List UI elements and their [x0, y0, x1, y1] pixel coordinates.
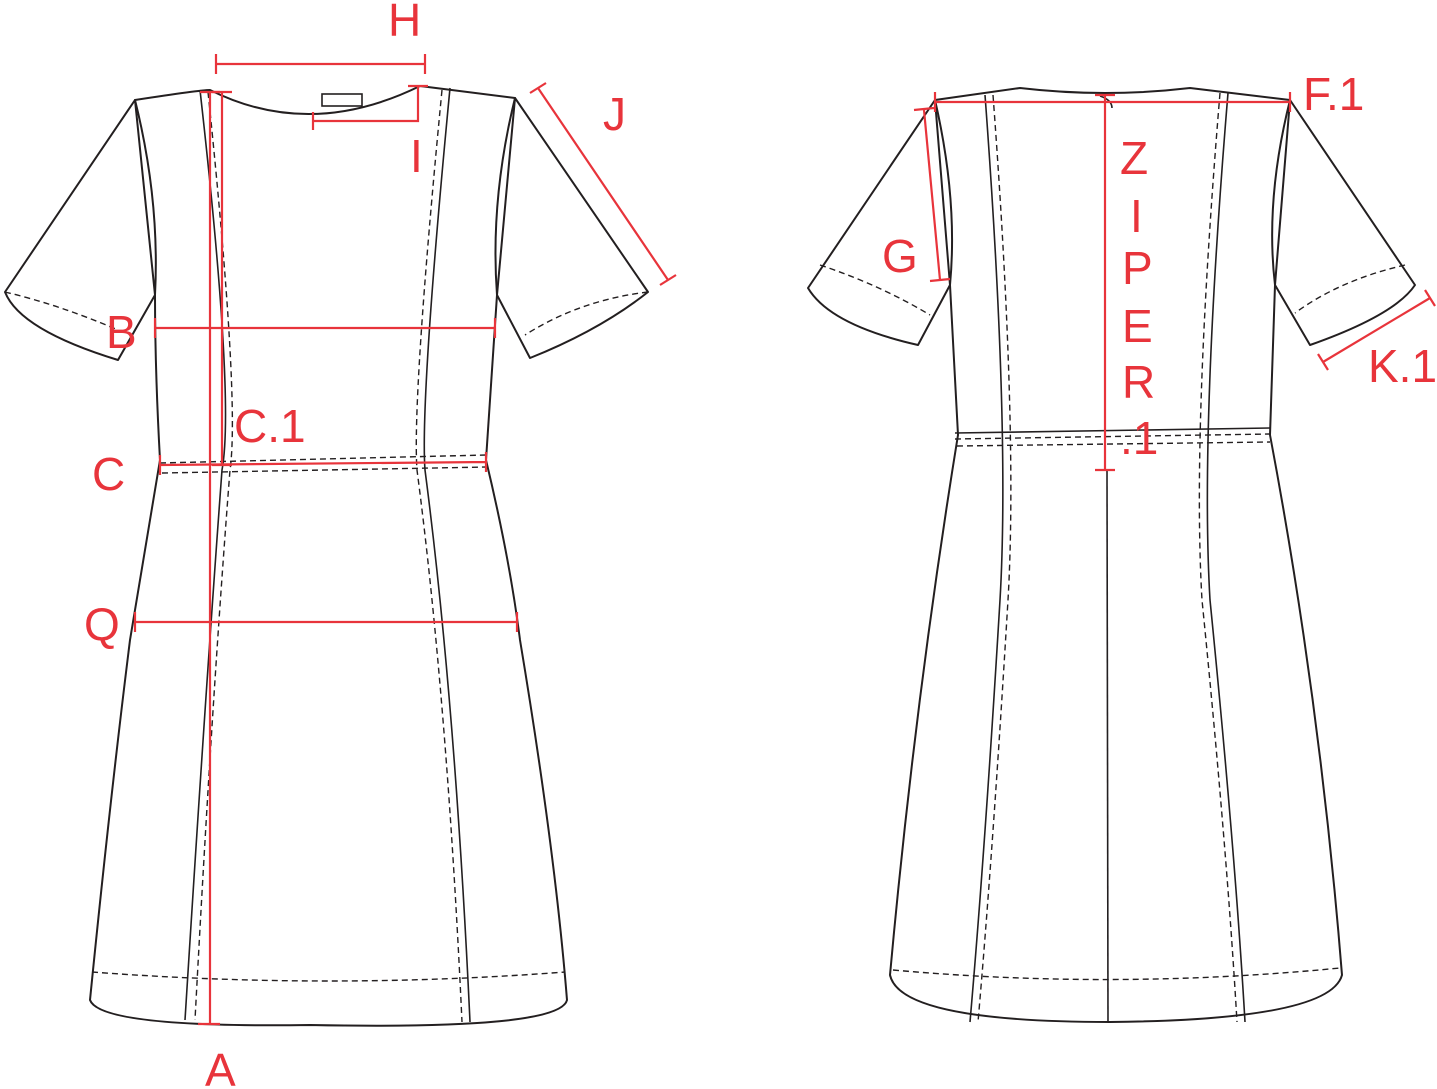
- label-K1: K.1: [1368, 340, 1437, 392]
- zipper-letter: I: [1130, 190, 1143, 242]
- label-B: B: [106, 306, 137, 358]
- front-left-sleeve: [4, 99, 156, 361]
- label-zipper: Z I P E R .1: [1120, 132, 1158, 464]
- front-right-sleeve: [496, 97, 649, 359]
- label-Q: Q: [84, 598, 120, 650]
- front-bodice: [89, 85, 568, 1027]
- label-F1: F.1: [1303, 68, 1364, 120]
- label-I: I: [410, 130, 423, 182]
- label-J: J: [603, 88, 626, 140]
- zipper-letter: R: [1122, 356, 1155, 408]
- label-H: H: [388, 0, 421, 46]
- back-right-sleeve: [1274, 99, 1416, 346]
- label-C1: C.1: [234, 400, 306, 452]
- back-view: F.1 G K.1 Z I P E R .1: [807, 68, 1437, 1023]
- label-G: G: [882, 230, 918, 282]
- front-view: H I J B C.1 C Q A: [4, 0, 677, 1089]
- neck-label-patch: [321, 93, 363, 107]
- zipper-letter: .1: [1120, 412, 1158, 464]
- zipper-letter: Z: [1120, 132, 1148, 184]
- back-left-sleeve: [807, 99, 951, 346]
- back-bodice: [889, 87, 1343, 1023]
- label-A: A: [205, 1044, 236, 1089]
- label-C: C: [92, 448, 125, 500]
- zipper-letter: P: [1122, 242, 1153, 294]
- zipper-letter: E: [1122, 300, 1153, 352]
